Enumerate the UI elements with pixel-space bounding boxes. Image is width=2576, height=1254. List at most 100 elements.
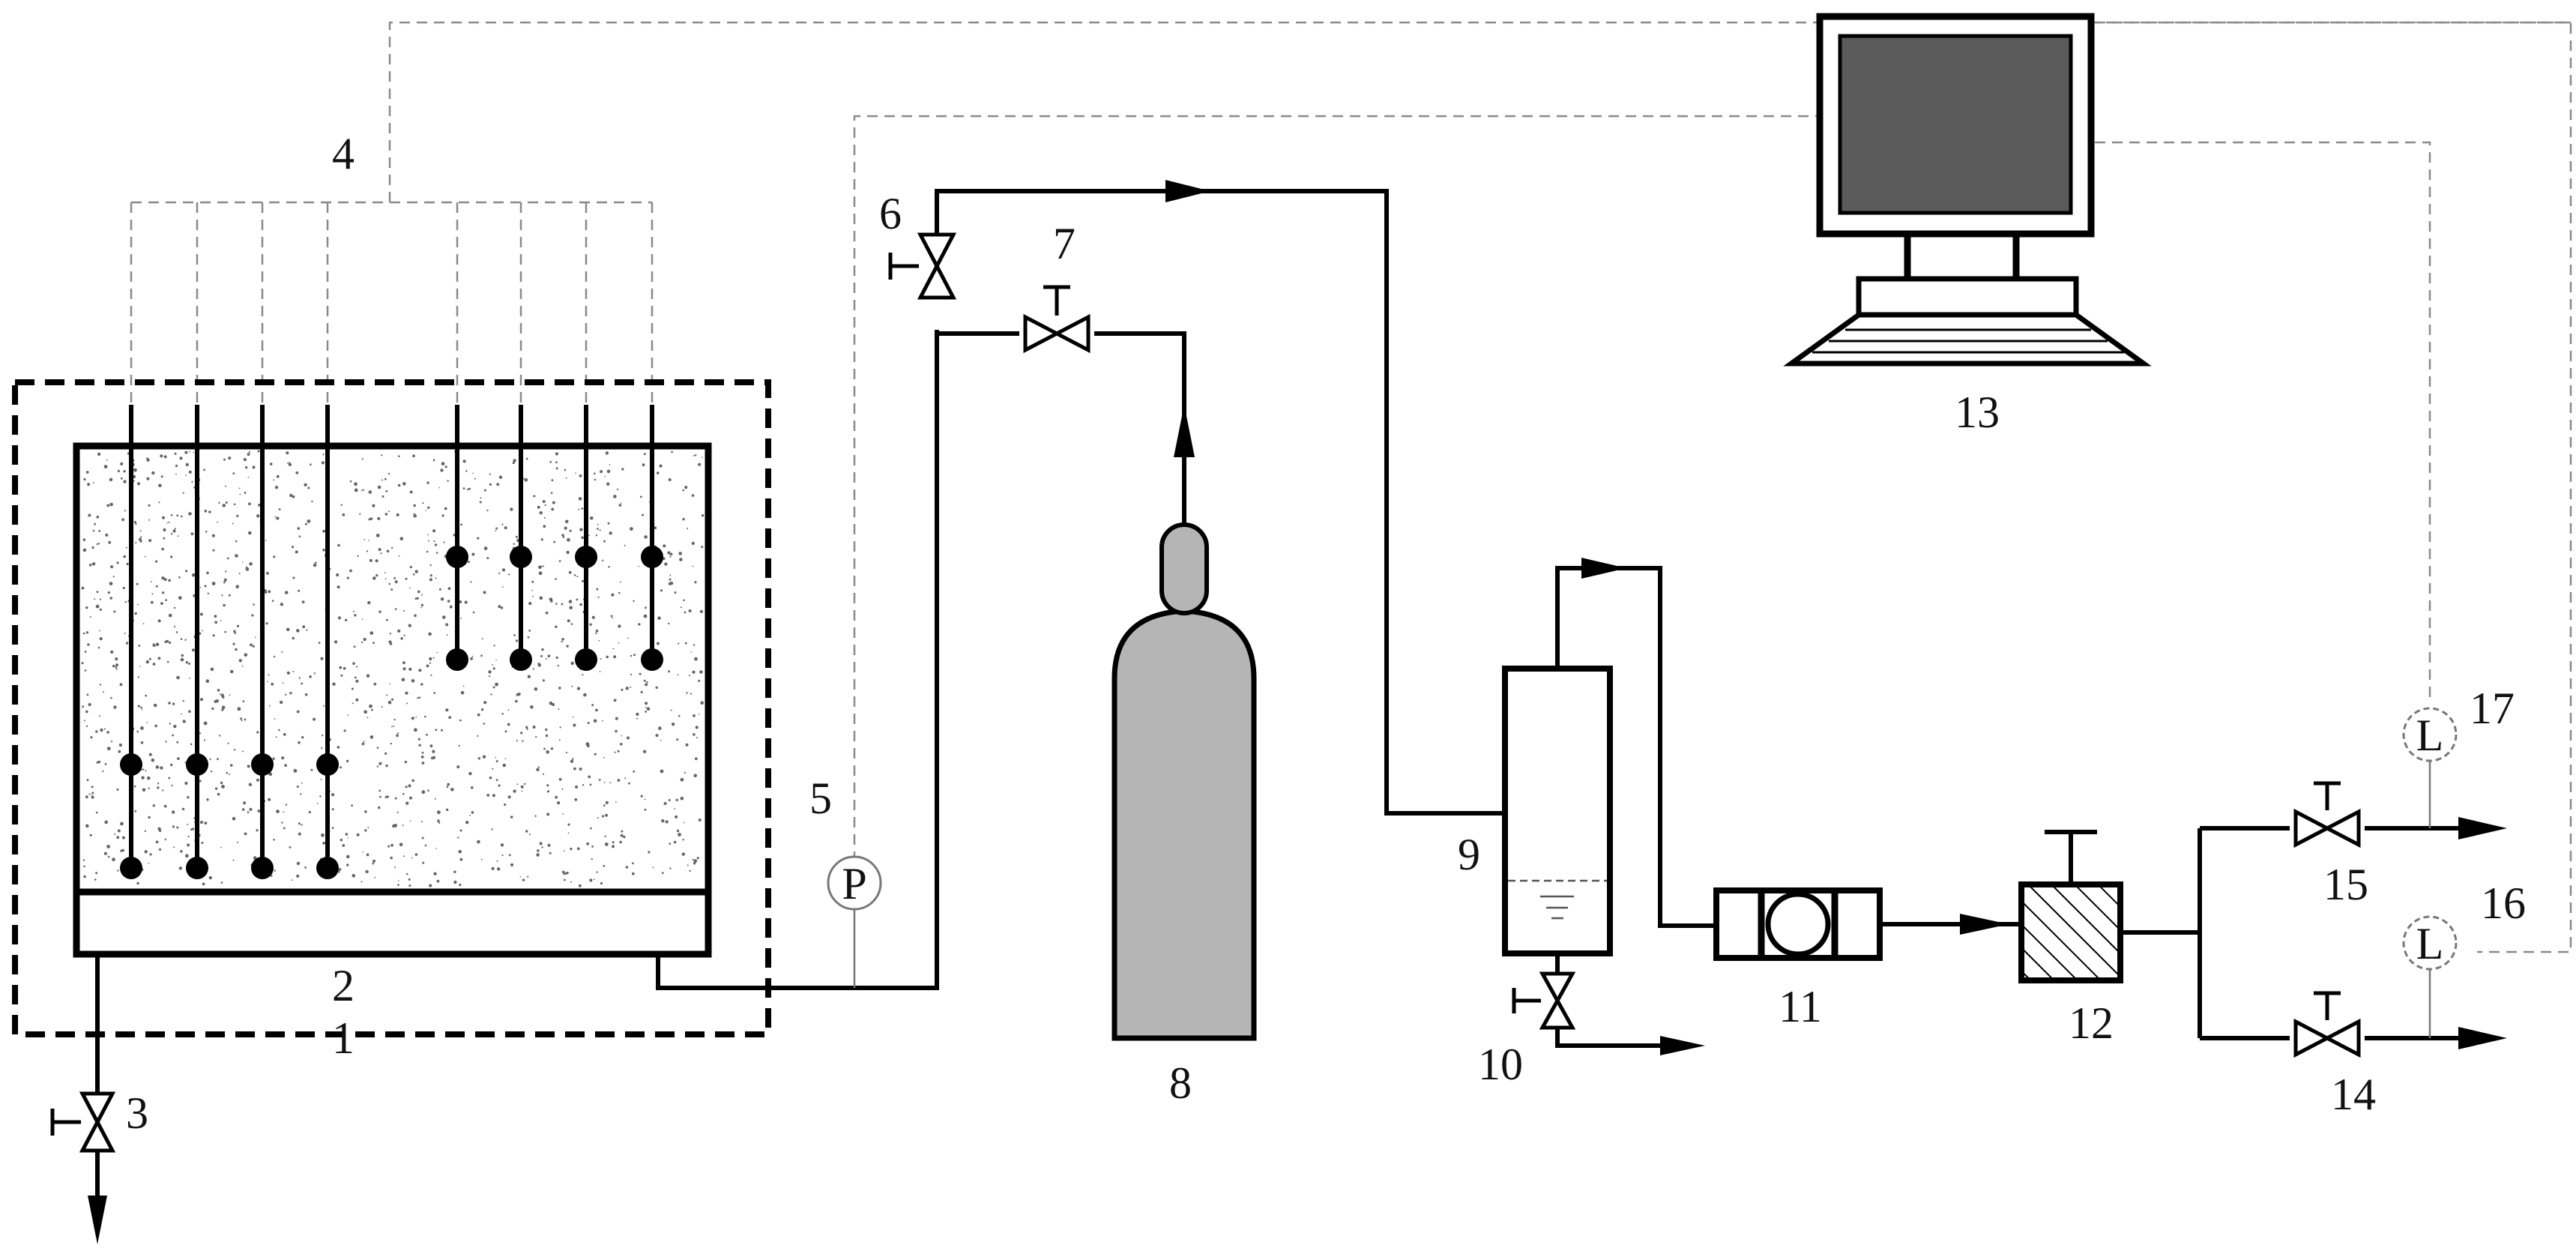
- sample-speckle: [151, 593, 154, 595]
- sample-speckle: [369, 735, 374, 739]
- sample-speckle: [502, 586, 504, 588]
- sample-speckle: [447, 783, 450, 786]
- sample-speckle: [372, 504, 375, 507]
- sample-speckle: [120, 477, 123, 480]
- sample-speckle: [668, 622, 670, 625]
- sample-speckle: [597, 523, 599, 525]
- sample-speckle: [225, 501, 228, 504]
- valve-3[interactable]: [50, 1091, 116, 1153]
- sample-speckle: [669, 867, 672, 869]
- sample-speckle: [566, 645, 569, 648]
- sample-speckle: [173, 625, 176, 628]
- sample-speckle: [384, 477, 387, 480]
- sample-speckle: [217, 758, 219, 761]
- sample-speckle: [631, 872, 635, 875]
- sample-speckle: [361, 742, 365, 746]
- sample-speckle: [115, 657, 118, 661]
- sample-speckle: [530, 705, 534, 709]
- sample-speckle: [83, 865, 85, 868]
- sample-speckle: [241, 665, 244, 667]
- valve-10[interactable]: [1512, 971, 1576, 1030]
- sample-speckle: [570, 661, 574, 666]
- sample-speckle: [176, 741, 179, 744]
- sample-speckle: [87, 643, 90, 646]
- sample-speckle: [593, 719, 597, 723]
- sample-speckle: [642, 513, 644, 516]
- sample-speckle: [190, 828, 193, 831]
- sample-speckle: [296, 874, 300, 878]
- sample-speckle: [445, 708, 449, 712]
- sample-speckle: [405, 872, 408, 875]
- sample-speckle: [612, 841, 615, 844]
- sample-speckle: [469, 814, 471, 816]
- sample-speckle: [668, 582, 672, 585]
- sample-speckle: [579, 474, 582, 477]
- sample-speckle: [692, 670, 696, 674]
- sample-speckle: [537, 766, 540, 768]
- level-sensor-upper-symbol: L: [2416, 711, 2444, 760]
- sample-speckle: [145, 660, 149, 664]
- sample-speckle: [185, 462, 189, 467]
- sample-speckle: [589, 783, 592, 786]
- sample-speckle: [581, 507, 584, 510]
- sample-speckle: [361, 618, 364, 620]
- sample-speckle: [441, 729, 443, 732]
- sample-speckle: [355, 679, 359, 683]
- sample-speckle: [694, 757, 698, 761]
- sample-speckle: [504, 758, 507, 759]
- sample-speckle: [496, 483, 500, 486]
- sample-speckle: [193, 817, 196, 819]
- sample-speckle: [91, 795, 93, 796]
- sample-speckle: [212, 634, 215, 637]
- sample-speckle: [240, 717, 243, 720]
- sample-speckle: [701, 546, 704, 549]
- sample-speckle: [609, 464, 611, 465]
- sample-speckle: [343, 666, 346, 670]
- sample-speckle: [488, 670, 492, 674]
- sample-speckle: [547, 843, 551, 847]
- sample-speckle: [537, 662, 540, 665]
- sample-speckle: [589, 623, 592, 626]
- sample-speckle: [527, 875, 529, 878]
- sample-speckle: [102, 770, 104, 772]
- sample-speckle: [283, 827, 286, 830]
- sample-speckle: [428, 632, 432, 636]
- sample-speckle: [96, 515, 100, 519]
- sample-speckle: [133, 521, 136, 524]
- sample-speckle: [244, 492, 247, 494]
- sample-speckle: [298, 822, 301, 825]
- sample-speckle: [302, 625, 306, 629]
- sample-speckle: [445, 623, 449, 627]
- sample-speckle: [160, 766, 163, 770]
- valve-14[interactable]: [2293, 991, 2361, 1058]
- sample-speckle: [184, 854, 189, 858]
- valve-6[interactable]: [888, 232, 957, 300]
- gas-dryer: [1713, 887, 2020, 961]
- sample-speckle: [570, 881, 572, 883]
- sample-speckle: [338, 868, 342, 871]
- sample-speckle: [642, 750, 647, 753]
- sample-speckle: [225, 570, 227, 573]
- sample-speckle: [172, 529, 176, 533]
- sample-speckle: [525, 726, 528, 729]
- sample-speckle: [217, 689, 220, 692]
- sample-speckle: [115, 666, 118, 669]
- sample-speckle: [393, 824, 397, 828]
- sample-speckle: [385, 490, 388, 492]
- sample-speckle: [595, 534, 598, 537]
- sample-speckle: [489, 675, 491, 678]
- sample-speckle: [496, 860, 498, 862]
- valve-15[interactable]: [2293, 781, 2361, 848]
- sample-speckle: [588, 775, 591, 779]
- sample-speckle: [306, 629, 308, 631]
- sample-speckle: [105, 533, 109, 537]
- sample-speckle: [599, 529, 601, 531]
- sample-speckle: [89, 834, 92, 836]
- sample-speckle-texture: [81, 450, 705, 887]
- valve-7[interactable]: [1023, 285, 1091, 354]
- sample-speckle: [513, 634, 516, 636]
- probe-sensor-short-lower-3: [575, 648, 597, 671]
- sample-speckle: [657, 616, 661, 620]
- sample-speckle: [161, 547, 164, 551]
- sample-speckle: [107, 855, 110, 858]
